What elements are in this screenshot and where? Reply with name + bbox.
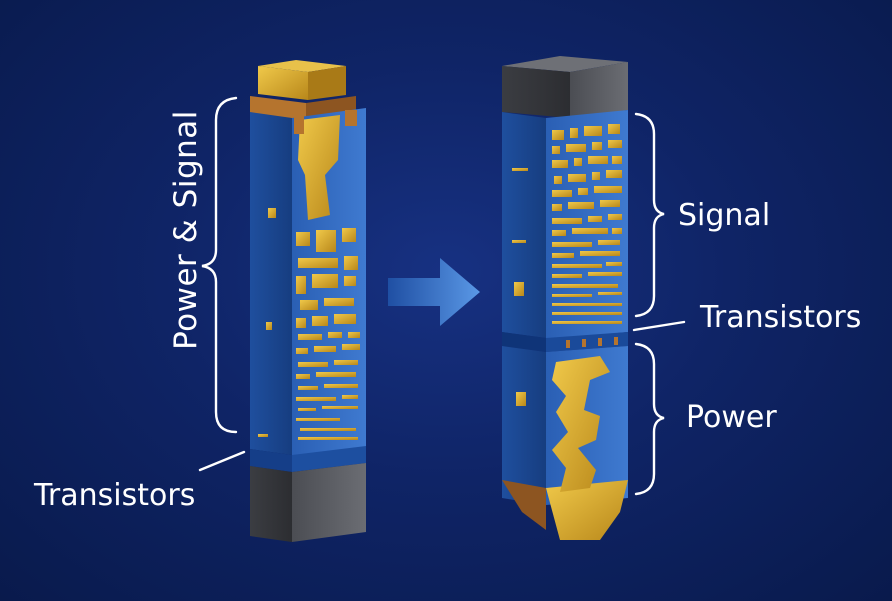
label-transistors-right: Transistors: [700, 300, 862, 335]
left-transistor-band-face: [292, 446, 366, 472]
right-silicon-face: [570, 62, 628, 118]
left-pillar: [250, 60, 366, 542]
right-power-routing: [516, 356, 610, 492]
label-power: Power: [686, 400, 777, 435]
left-top-cap: [258, 60, 346, 72]
right-signal-side: [502, 112, 546, 338]
leader-transistors-right: [632, 320, 686, 332]
right-silicon-top: [502, 56, 628, 72]
brace-signal: [634, 112, 665, 318]
left-top-cap-side: [308, 66, 346, 100]
annotations: [198, 96, 686, 496]
right-transistor-contacts: [566, 337, 618, 348]
left-copper-vias: [294, 110, 357, 134]
leader-transistors-left: [198, 450, 246, 472]
transition-arrow: [388, 258, 480, 326]
left-silicon-face: [292, 463, 366, 542]
right-silicon-side: [502, 66, 570, 118]
right-bottom-cap-face: [546, 480, 628, 540]
brace-power: [634, 342, 665, 496]
left-body-front: [250, 112, 292, 455]
label-signal: Signal: [678, 198, 771, 233]
right-power-side: [502, 346, 546, 505]
left-top-cap-front: [258, 66, 308, 100]
label-power-and-signal: Power & Signal: [168, 110, 204, 350]
left-silicon-side: [250, 466, 292, 542]
arrow-shape: [388, 258, 480, 326]
brace-power-signal: [201, 96, 238, 434]
left-transistor-band: [250, 449, 292, 472]
right-bottom-cap-side: [502, 480, 546, 530]
right-pillar: [502, 56, 628, 540]
label-transistors-left: Transistors: [34, 478, 196, 513]
left-metal-routing: [258, 115, 360, 440]
right-transistor-band-side: [502, 332, 546, 352]
right-signal-routing: [512, 124, 622, 324]
